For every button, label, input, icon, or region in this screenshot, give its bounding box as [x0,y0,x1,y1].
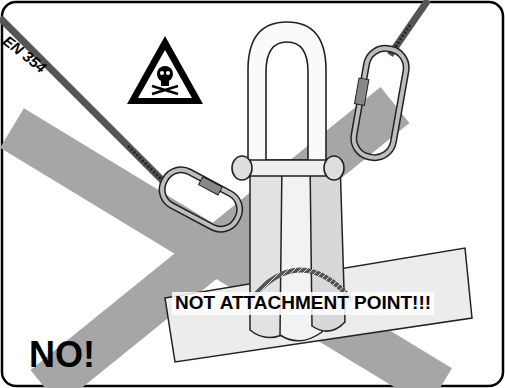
warning-note: NOT ATTACHMENT POINT!!! [172,292,434,315]
danger-symbol [127,36,203,104]
lanyard-left [0,18,246,235]
shackle [232,22,344,180]
lanyard-right [351,0,428,161]
warning-text: NO! [26,334,98,376]
